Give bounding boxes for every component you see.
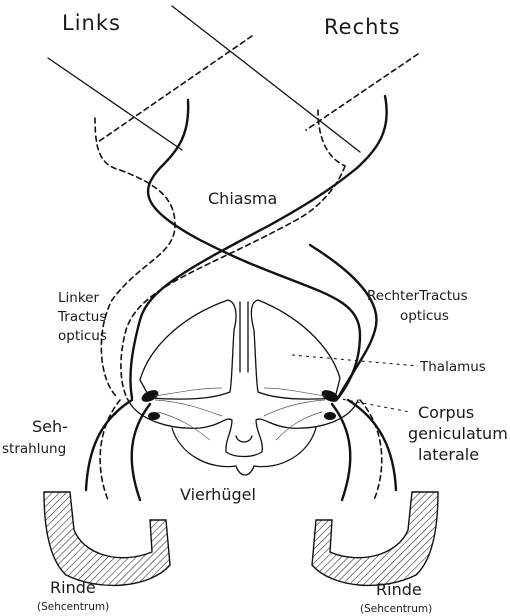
label-links: Links (62, 11, 121, 35)
label-seh: Seh- (32, 417, 68, 436)
label-rinde-right: Rinde (376, 580, 422, 599)
label-corpus-geniculatum: Corpus geniculatum laterale (408, 403, 508, 464)
fine-fibre (155, 400, 222, 416)
left-thalamus (140, 300, 236, 399)
label-sehcentrum-right: (Sehcentrum) (360, 603, 432, 615)
label-rechts: Rechts (324, 15, 401, 39)
label-thalamus: Thalamus (419, 359, 486, 375)
third-ventricle (240, 302, 248, 372)
label-corpus: Corpus (418, 403, 474, 422)
label-tractus: Tractus (57, 309, 106, 325)
brain-outline (128, 300, 358, 475)
right-eye-cup-solid (357, 96, 387, 168)
label-vierhuegel: Vierhügel (180, 485, 256, 504)
label-rechter-tractus: RechterTractus opticus (367, 288, 468, 324)
right-cortex-hatched (312, 492, 438, 585)
right-radiation-dashed (360, 400, 382, 500)
right-thalamus (251, 300, 340, 399)
label-opticus-left: opticus (58, 328, 107, 344)
midbrain-outline (128, 400, 358, 457)
fine-fibre (276, 412, 322, 440)
right-geniculate-lower (324, 412, 336, 420)
left-cortex (44, 492, 170, 585)
fine-fibre (158, 412, 210, 440)
label-strahlung: strahlung (2, 441, 66, 457)
label-geniculatum: geniculatum (408, 424, 508, 443)
left-dashed-fibre (101, 170, 175, 398)
geniculate-nuclei (140, 388, 341, 420)
dashed-ray-left (98, 36, 252, 142)
solid-ray-left (48, 58, 182, 150)
dashed-ray-right (306, 54, 418, 130)
label-sehstrahlung: Seh- strahlung (2, 417, 68, 457)
left-cortex-hatched (44, 492, 170, 585)
fine-fibre (155, 388, 222, 396)
label-rinde-left: Rinde (50, 578, 96, 597)
right-solid-fibre (310, 245, 376, 398)
label-linker: Linker (58, 290, 99, 306)
right-eye (318, 96, 387, 168)
left-geniculate-lower (148, 412, 160, 420)
label-laterale: laterale (418, 445, 479, 464)
right-cortex (312, 492, 438, 585)
fine-fibre (264, 388, 325, 396)
left-eye-cup-dashed (95, 118, 120, 170)
right-radiation-outer (348, 400, 396, 490)
left-eye-cup-solid (160, 100, 188, 168)
label-sehcentrum-left: (Sehcentrum) (37, 601, 109, 613)
label-opticus-right: opticus (400, 308, 449, 324)
label-chiasma: Chiasma (208, 189, 277, 208)
fine-fibres (155, 388, 325, 440)
left-radiation-outer (86, 400, 132, 490)
aqueduct (236, 436, 252, 442)
label-linker-tractus: Linker Tractus opticus (57, 290, 107, 344)
left-radiation-dashed (100, 400, 120, 500)
vierhuegel-outline (172, 428, 316, 475)
label-rechtertractus: RechterTractus (367, 288, 468, 304)
